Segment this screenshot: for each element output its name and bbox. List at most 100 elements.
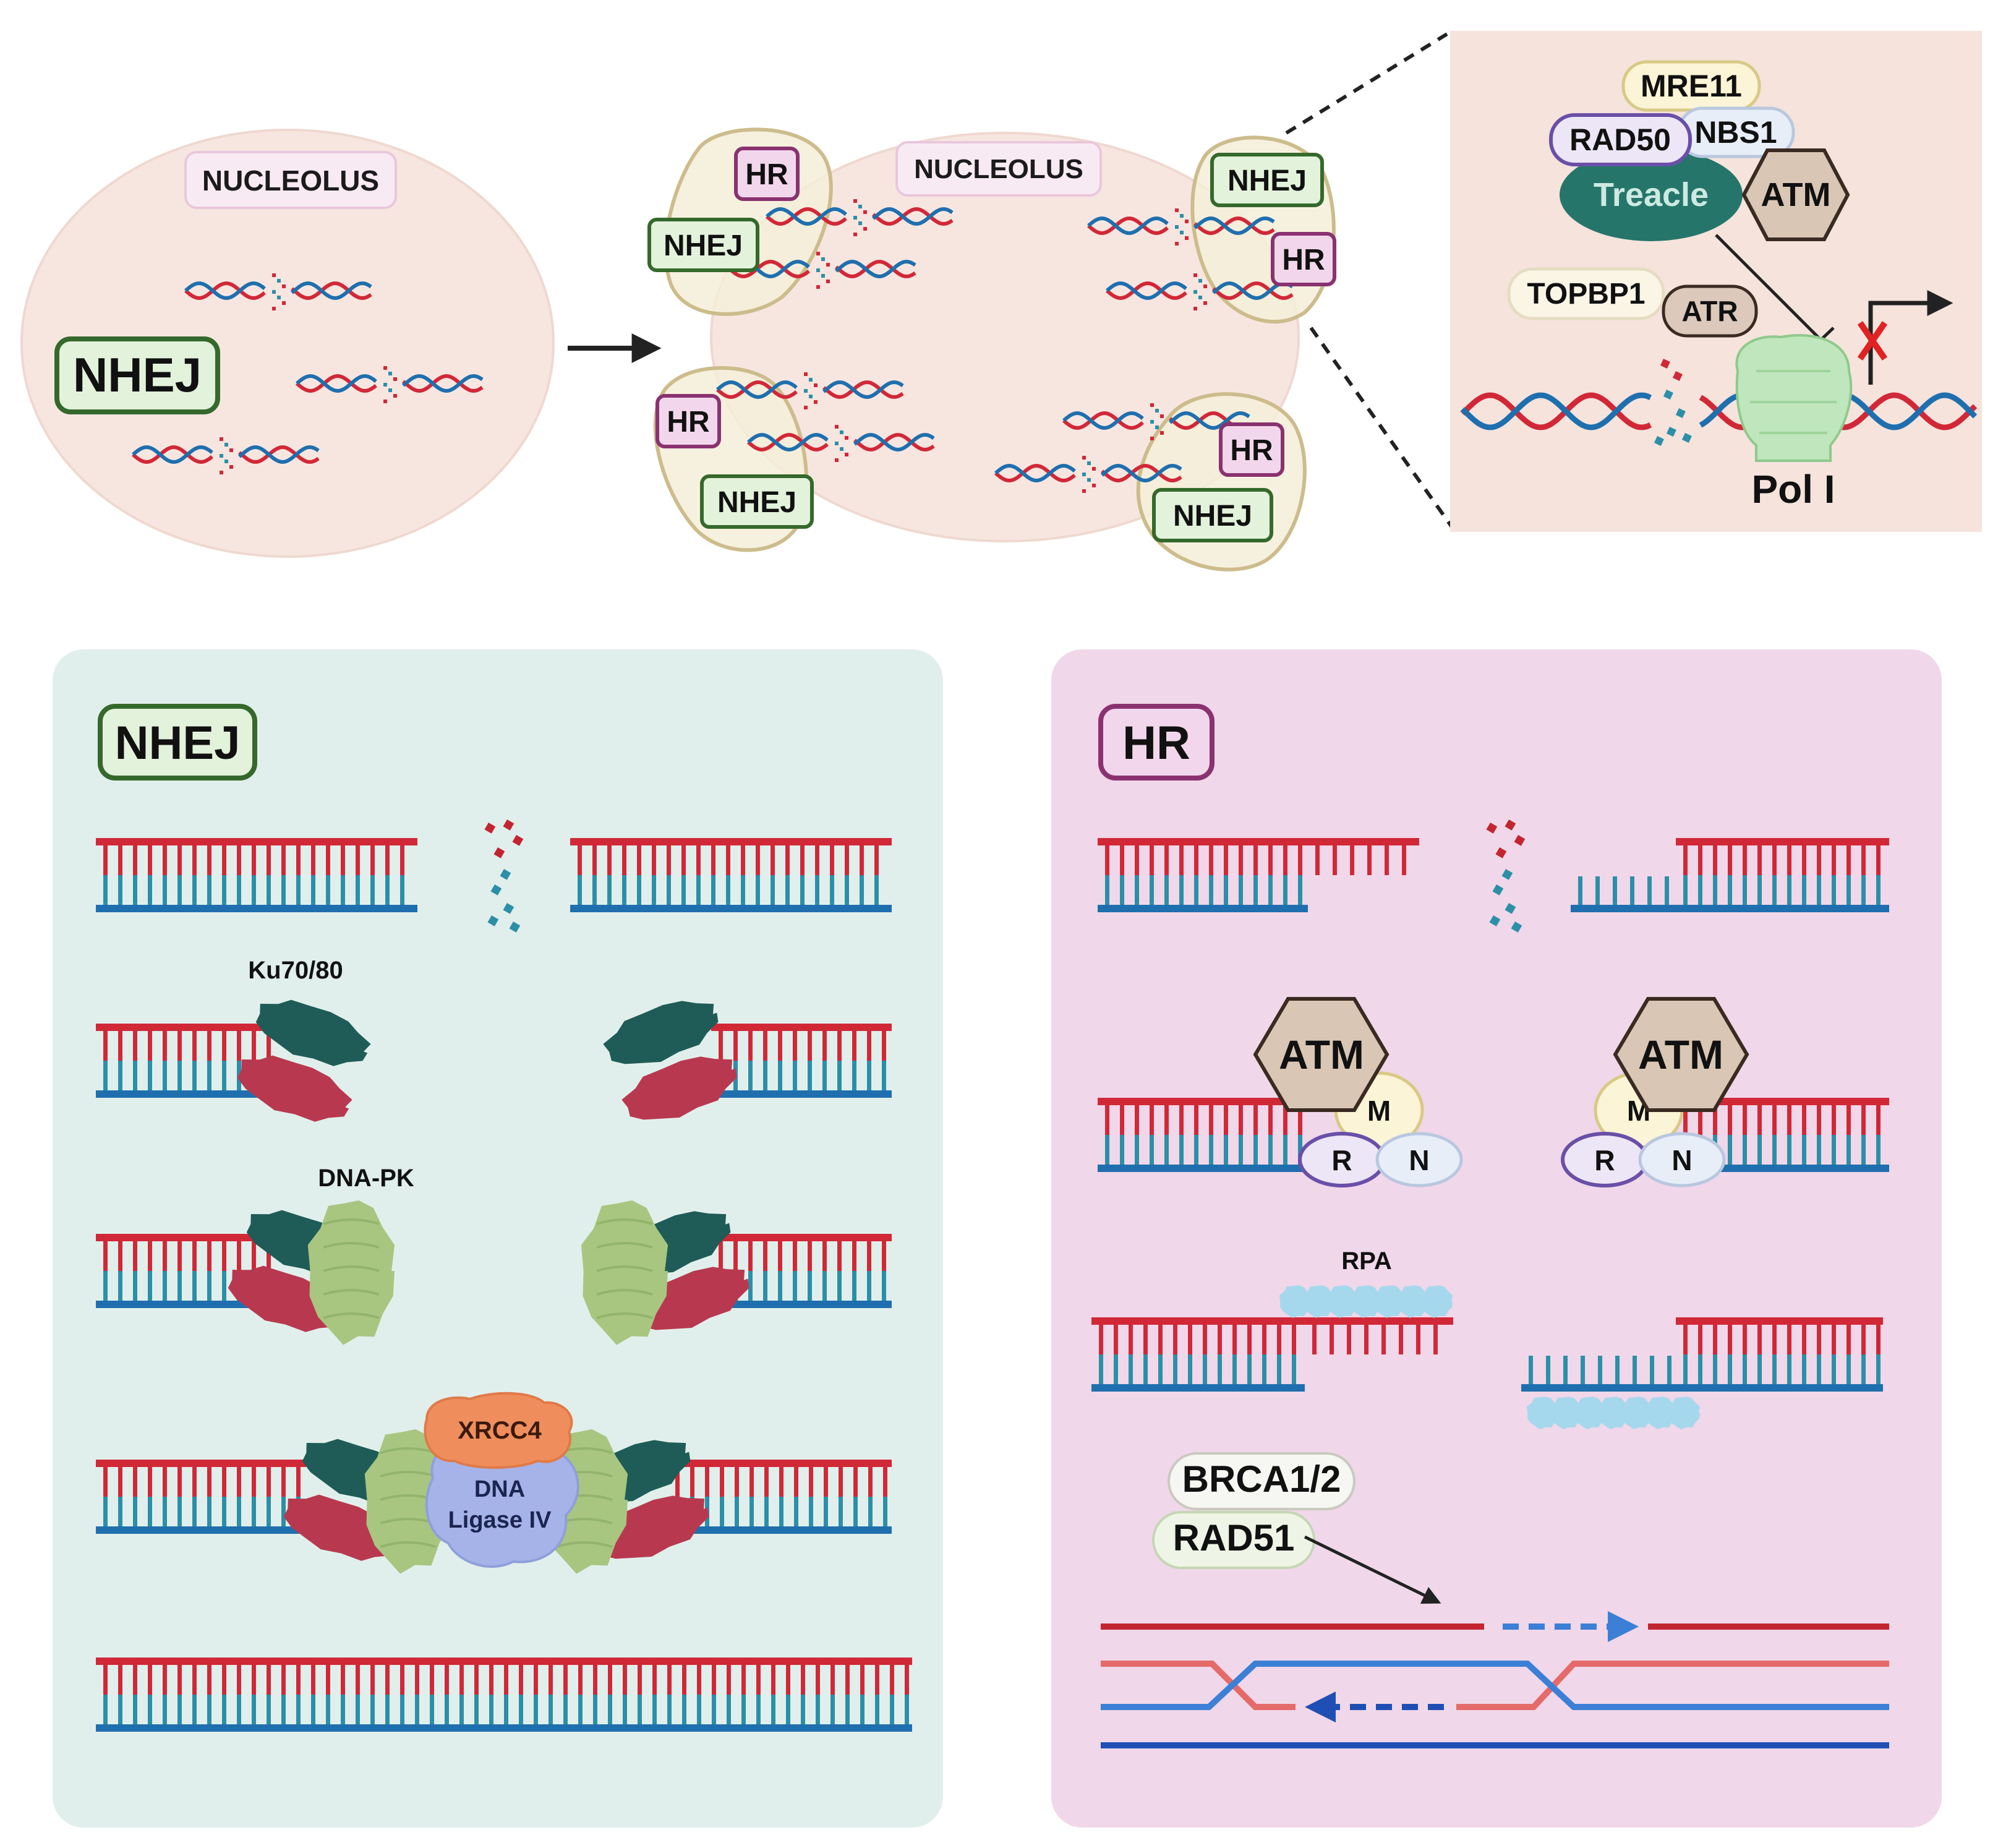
ku-row: Ku70/80 xyxy=(96,957,892,1122)
dna-duplex-left xyxy=(1091,1317,1305,1392)
nhej-panel: NHEJ Ku70/80 DNA-PK xyxy=(53,649,943,1828)
broken-dna-helix xyxy=(1087,208,1275,246)
atm-label: ATM xyxy=(1761,176,1831,213)
dna-end-left xyxy=(96,1024,281,1098)
ssdna-overhang-right xyxy=(1521,1356,1676,1392)
rad51-label: RAD51 xyxy=(1173,1517,1295,1559)
ssdna-overhang-left xyxy=(1308,838,1419,875)
ssdna-overhang-right xyxy=(1571,876,1676,912)
hr-tag-bottom-right: HR xyxy=(1219,422,1284,477)
broken-dna-helix xyxy=(132,437,320,474)
rpa-row: RPA xyxy=(1091,1247,1883,1429)
hr-label: HR xyxy=(1282,244,1325,276)
dna-end-left xyxy=(1098,1098,1308,1172)
dna-break-fragments xyxy=(1654,359,1692,446)
hr-tag-top-right: HR xyxy=(1271,232,1336,286)
broken-dna-helix xyxy=(766,199,954,236)
treacle-label: Treacle xyxy=(1594,176,1709,213)
dna-duplex-left xyxy=(96,838,417,912)
nhej-tag-1: NHEJ xyxy=(54,336,220,414)
ligase-label-line2: Ligase IV xyxy=(448,1507,552,1533)
dna-duplex-right xyxy=(1676,1317,1883,1392)
repaired-dna-duplex xyxy=(96,1658,912,1732)
nhej-tag-bottom-right: NHEJ xyxy=(1152,488,1273,542)
hr-panel: HR M R N ATM xyxy=(1051,649,1942,1828)
rad51-tag: RAD51 xyxy=(1152,1511,1315,1569)
dna-break-fragments xyxy=(484,819,524,933)
dnapk-row: DNA-PK xyxy=(96,1165,892,1345)
hr-tag-bottom-left: HR xyxy=(655,394,721,448)
brca-tag: BRCA1/2 xyxy=(1168,1452,1355,1510)
atm-hexagon-right: ATM xyxy=(1613,997,1749,1112)
ku-label: Ku70/80 xyxy=(248,957,343,984)
blocked-x-icon xyxy=(1857,321,1888,361)
rad50-label: RAD50 xyxy=(1569,122,1671,157)
atr-label: ATR xyxy=(1681,295,1738,327)
rad51-pointer-arrow xyxy=(1304,1535,1441,1604)
hr-tag-top-left: HR xyxy=(734,147,800,201)
mre11-label: MRE11 xyxy=(1641,69,1742,103)
atm-hexagon-zoom: ATM xyxy=(1741,148,1850,241)
nbs1-label: NBS1 xyxy=(1694,115,1777,150)
rpa-coat-bottom xyxy=(1526,1397,1700,1429)
broken-dna-helix xyxy=(1062,403,1250,440)
n-label: N xyxy=(1671,1144,1692,1176)
rpa-label: RPA xyxy=(1341,1247,1391,1275)
xrcc4: XRCC4 xyxy=(424,1392,573,1469)
atm-left-label: ATM xyxy=(1279,1032,1364,1077)
ligation-row: DNA Ligase IV XRCC4 xyxy=(96,1392,892,1574)
dna-break-fragments xyxy=(1486,819,1526,933)
ssdna-overhang-left xyxy=(1305,1317,1453,1354)
broken-dna-helix xyxy=(994,456,1182,493)
broken-dna-helix xyxy=(184,273,372,310)
dna-pkcs-right xyxy=(581,1200,668,1345)
nbs1-tag: NBS1 xyxy=(1677,106,1795,158)
hr-label: HR xyxy=(1230,434,1273,467)
nhej-tag-bottom-left: NHEJ xyxy=(700,474,814,529)
rad50-tag: RAD50 xyxy=(1549,113,1692,166)
dna-duplex-right xyxy=(1676,838,1889,912)
cell-2: NUCLEOLUS HR NHEJ NHEJ HR xyxy=(647,127,1336,571)
rpa-coat-top xyxy=(1279,1285,1453,1318)
topbp1-tag: TOPBP1 xyxy=(1507,267,1665,320)
ku70-80-left xyxy=(237,999,371,1122)
nhej-title-tag: NHEJ xyxy=(98,704,257,781)
r-label: R xyxy=(1594,1144,1615,1176)
nhej-label: NHEJ xyxy=(664,229,743,262)
atm-hexagon-left: ATM xyxy=(1253,997,1390,1112)
brca-label: BRCA1/2 xyxy=(1182,1458,1341,1500)
m-label: M xyxy=(1367,1095,1391,1127)
zoom-line-bottom xyxy=(1309,327,1455,530)
dna-end-right xyxy=(1676,1098,1889,1172)
strand-invasion-row: BRCA1/2 RAD51 xyxy=(1101,1452,1889,1748)
dna-end-right xyxy=(711,1234,892,1308)
nhej-tag-top-left: NHEJ xyxy=(647,218,759,272)
nucleolus-label-2: NUCLEOLUS xyxy=(914,154,1083,184)
dna-duplex-left xyxy=(1098,838,1308,912)
ku70-80-right xyxy=(603,1001,737,1120)
zoom-panel: Treacle MRE11 NBS1 RAD50 ATM TOPBP1 ATR xyxy=(1450,31,1982,532)
r-label: R xyxy=(1331,1144,1352,1176)
nhej-label: NHEJ xyxy=(1227,165,1307,197)
treacle-blob xyxy=(1560,148,1743,241)
topbp1-label: TOPBP1 xyxy=(1527,278,1645,310)
dsb-row xyxy=(96,819,892,933)
pol-i-label: Pol I xyxy=(1751,467,1835,511)
atm-right-label: ATM xyxy=(1638,1032,1723,1077)
hr-title-tag: HR xyxy=(1098,704,1215,781)
cell-1: NUCLEOLUS NHEJ xyxy=(20,129,555,558)
hr-label: HR xyxy=(745,158,788,191)
nucleolus-label-1: NUCLEOLUS xyxy=(202,165,379,197)
transcription-arrow xyxy=(1868,290,1953,385)
broken-dna-helix xyxy=(296,366,484,403)
ligase-label-line1: DNA xyxy=(474,1476,525,1502)
atr-tag: ATR xyxy=(1662,284,1758,338)
inhibition-line xyxy=(1715,234,1822,341)
broken-dna-helix xyxy=(747,425,935,462)
resection-row xyxy=(1098,819,1889,933)
nhej-tag-top-right: NHEJ xyxy=(1210,153,1324,207)
dna-end-left xyxy=(96,1460,306,1534)
dna-pkcs-left xyxy=(307,1200,395,1345)
